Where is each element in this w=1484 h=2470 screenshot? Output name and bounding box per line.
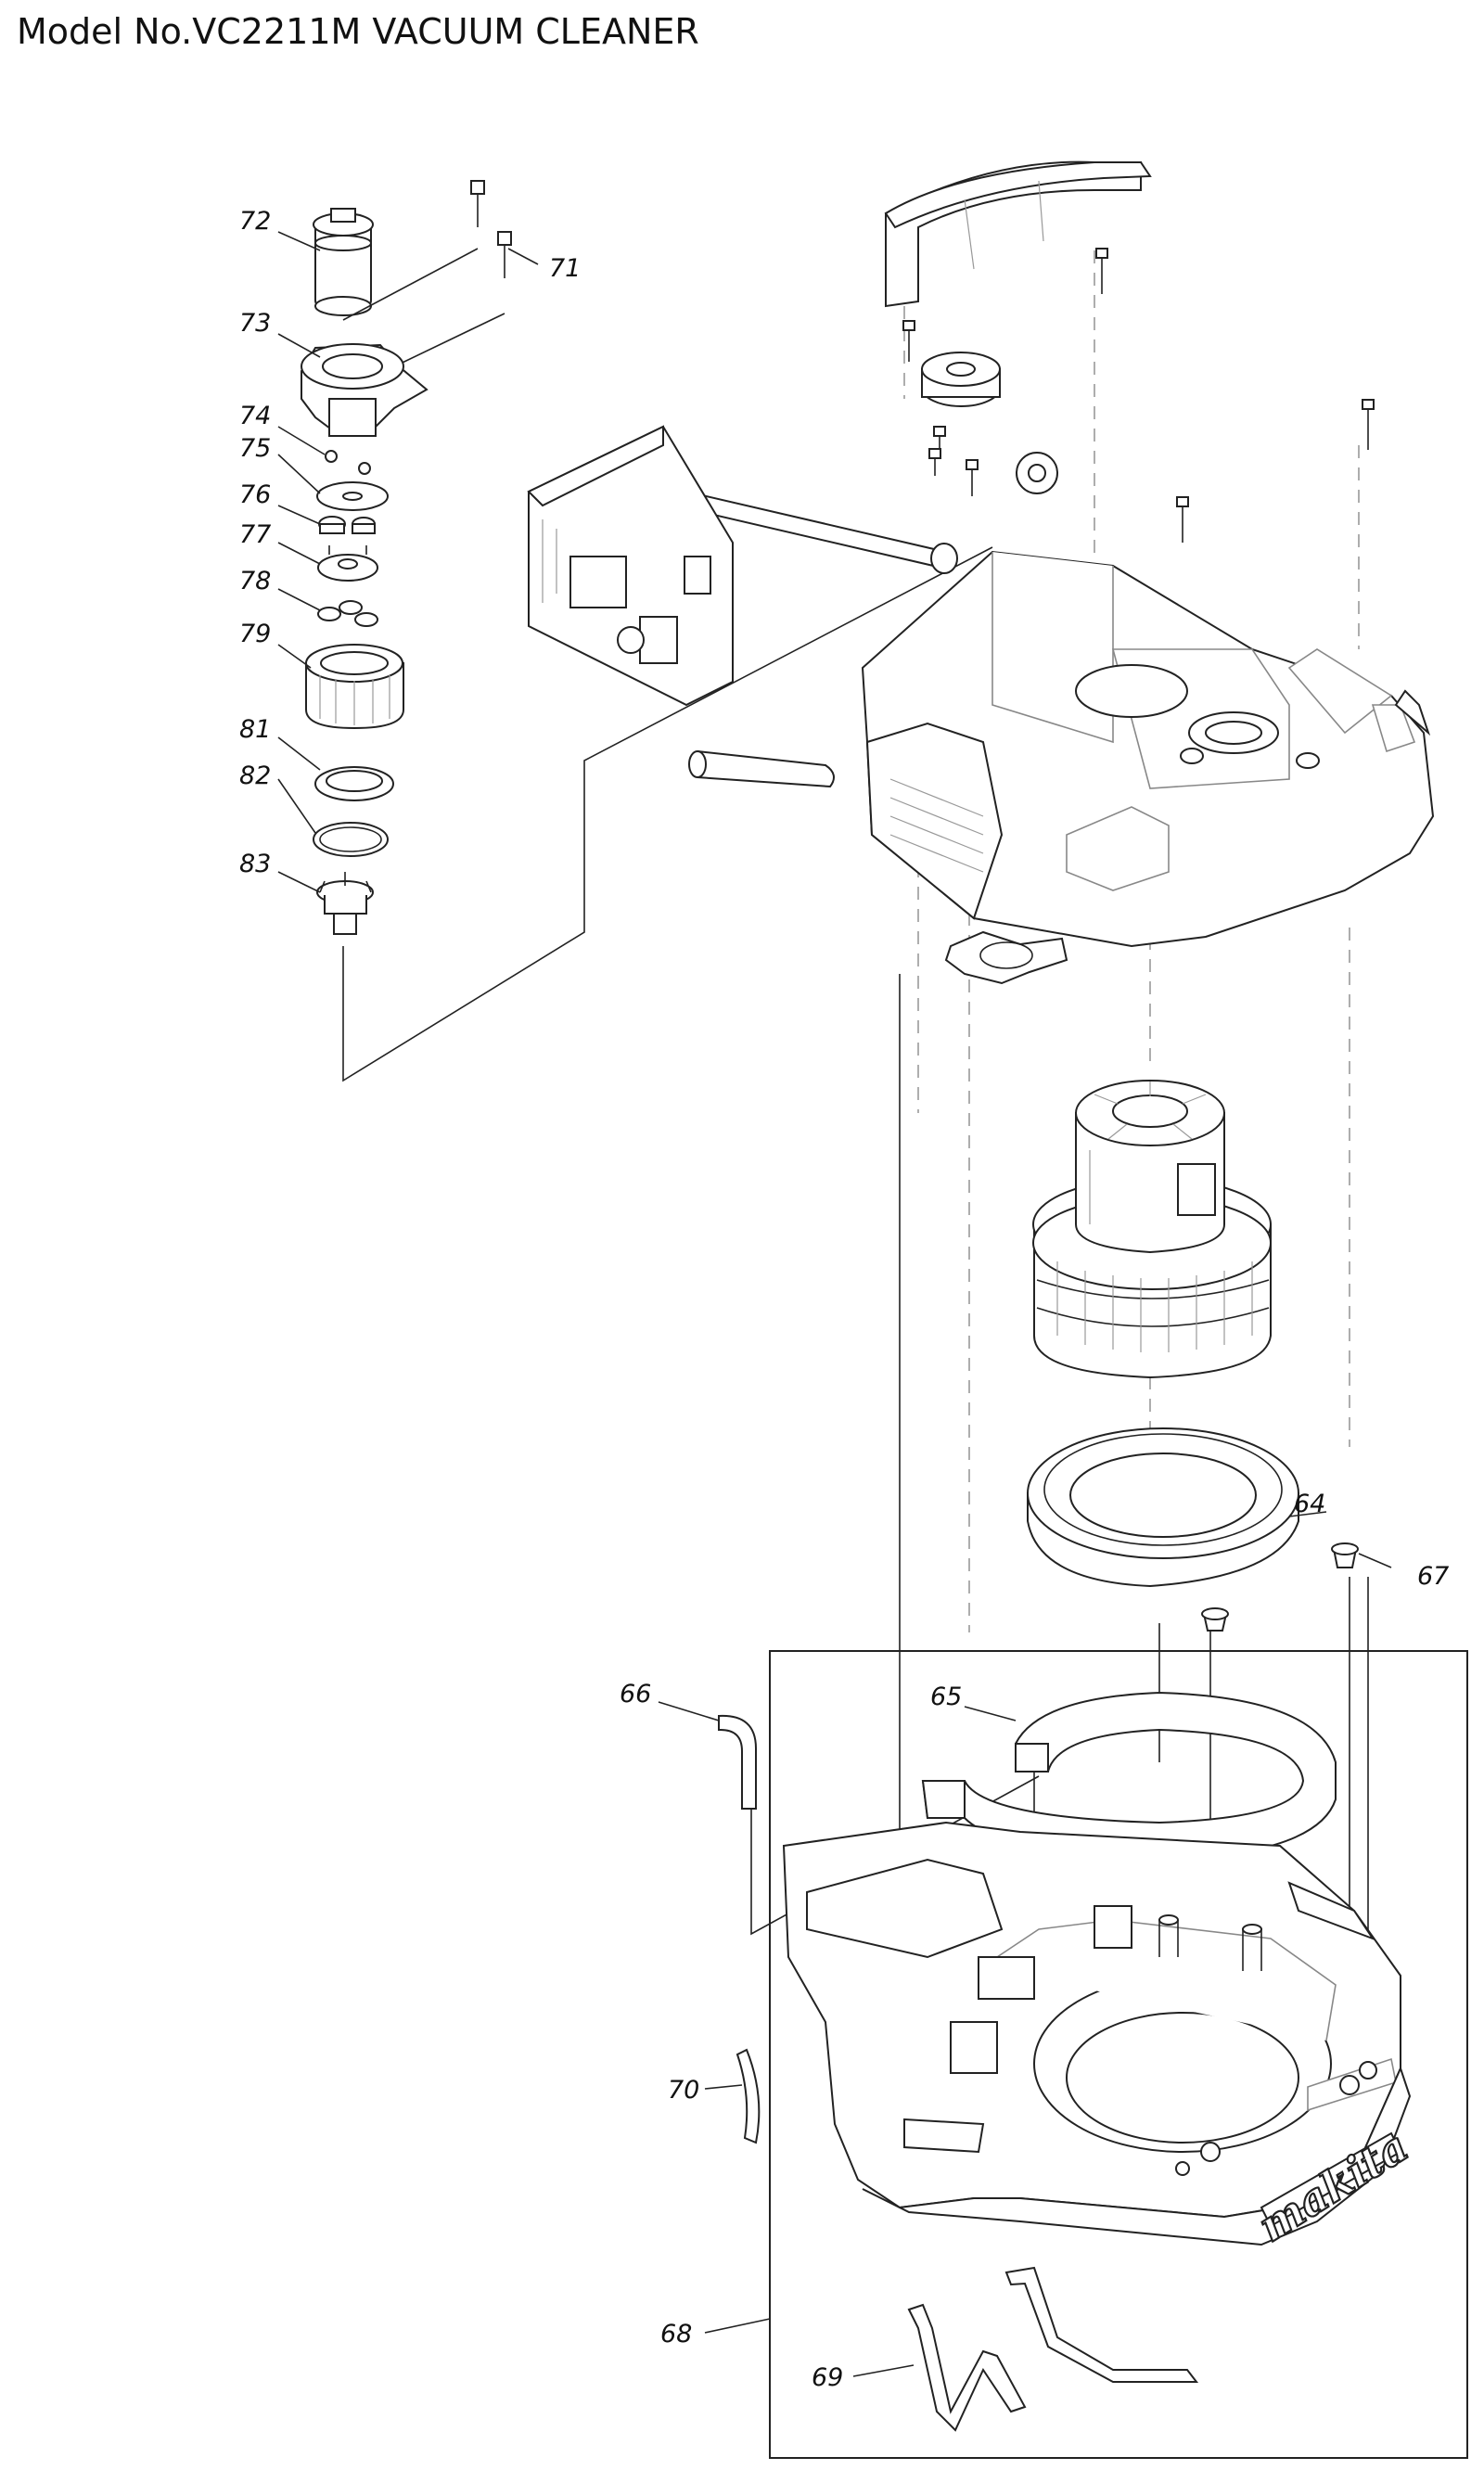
callout-66: 66 bbox=[620, 1680, 651, 1709]
callout-68: 68 bbox=[660, 2320, 692, 2348]
gears-78 bbox=[317, 600, 378, 627]
callout-71: 71 bbox=[549, 254, 581, 283]
control-board bbox=[527, 425, 734, 707]
callout-79: 79 bbox=[239, 620, 271, 648]
page-title: Model No.VC2211M VACUUM CLEANER bbox=[17, 11, 699, 52]
callout-70: 70 bbox=[668, 2076, 699, 2105]
callout-77: 77 bbox=[239, 520, 271, 549]
ring-gear-79 bbox=[305, 644, 404, 730]
rubber-cap bbox=[1201, 1607, 1229, 1632]
washer-75 bbox=[316, 481, 389, 511]
vacuum-motor bbox=[1032, 1080, 1272, 1379]
wire-bracket bbox=[1004, 2266, 1199, 2383]
callout-72: 72 bbox=[239, 207, 271, 236]
guide-rod bbox=[680, 490, 958, 574]
small-gasket bbox=[944, 930, 1068, 985]
bearing-81 bbox=[314, 766, 394, 801]
rubber-cap-67 bbox=[1331, 1542, 1359, 1568]
callout-82: 82 bbox=[239, 761, 271, 790]
top-cap bbox=[921, 352, 1001, 407]
base-housing-68: makita bbox=[782, 1821, 1418, 2252]
callout-76: 76 bbox=[239, 480, 271, 509]
shaft-83 bbox=[316, 872, 374, 935]
upper-screws bbox=[902, 248, 1375, 543]
small-motor-72 bbox=[313, 208, 374, 316]
hose-tube-66 bbox=[718, 1714, 757, 1810]
guide-line-73 bbox=[384, 313, 505, 372]
gear-housing-73 bbox=[301, 343, 429, 437]
motor-gasket-64 bbox=[1027, 1427, 1299, 1588]
planet-carrier-77 bbox=[317, 545, 378, 582]
o-ring-82 bbox=[313, 822, 389, 857]
guide-line-72 bbox=[342, 248, 479, 321]
callout-78: 78 bbox=[239, 567, 271, 595]
callout-65: 65 bbox=[930, 1683, 962, 1711]
callout-74: 74 bbox=[239, 402, 271, 430]
side-grip bbox=[688, 749, 835, 788]
wire-bracket-69 bbox=[907, 2303, 1027, 2432]
upper-housing bbox=[861, 550, 1435, 948]
small-screws-74 bbox=[325, 450, 371, 475]
callout-83: 83 bbox=[239, 850, 271, 878]
callout-64: 64 bbox=[1294, 1490, 1325, 1518]
foam-seal-65 bbox=[921, 1691, 1337, 1862]
side-seal-70 bbox=[736, 2048, 761, 2144]
leader-lines bbox=[277, 231, 1392, 2377]
callout-81: 81 bbox=[239, 715, 271, 744]
callout-67: 67 bbox=[1417, 1562, 1449, 1591]
base-assembly-frame bbox=[769, 1650, 1468, 2459]
callout-labels: 72 71 73 74 75 76 77 78 79 81 82 83 64 6… bbox=[239, 207, 1449, 2392]
callout-69: 69 bbox=[812, 2363, 843, 2392]
gears-76 bbox=[318, 516, 376, 534]
screws-71 bbox=[470, 180, 512, 278]
bearing-ring bbox=[1016, 452, 1058, 494]
callout-73: 73 bbox=[239, 309, 271, 338]
callout-75: 75 bbox=[239, 434, 271, 463]
top-handle bbox=[884, 160, 1152, 308]
